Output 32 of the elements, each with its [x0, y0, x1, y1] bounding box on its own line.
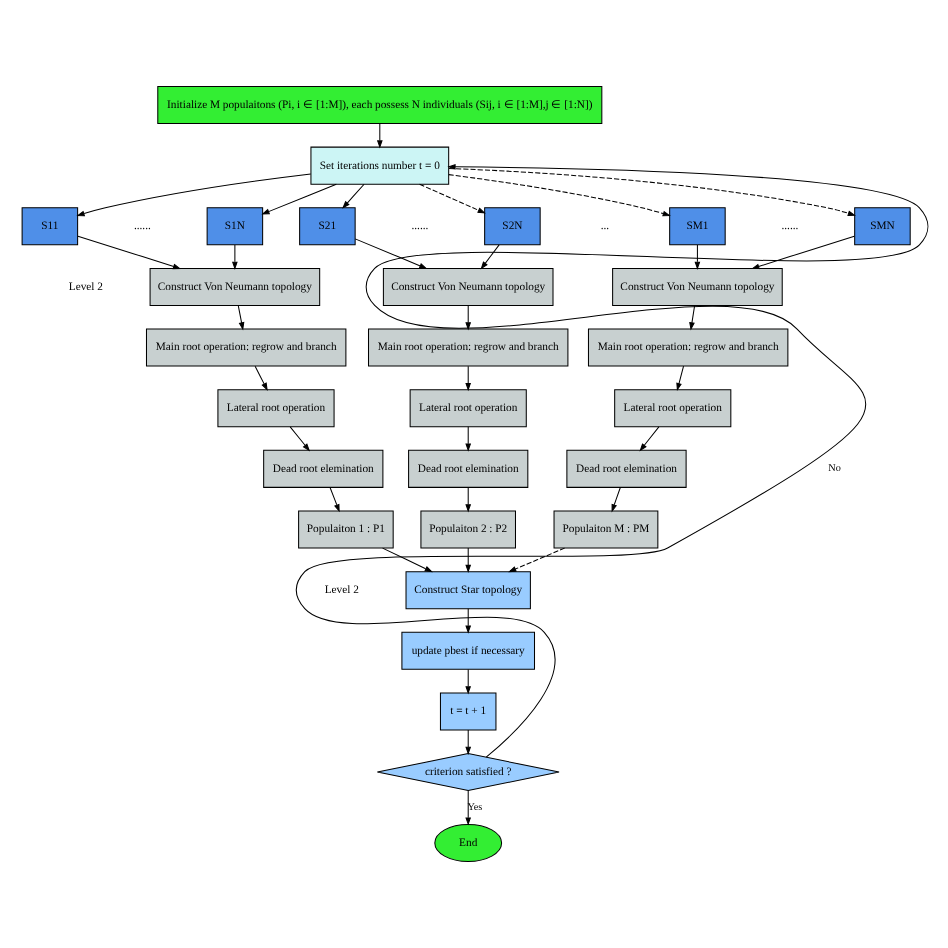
arrow: [447, 167, 855, 216]
arrow: [288, 426, 310, 452]
arrow: [464, 486, 471, 513]
arrow: [675, 365, 684, 392]
arrow: [76, 235, 181, 270]
arrow: [638, 426, 659, 452]
arrow: [464, 668, 471, 695]
arrow: [253, 365, 267, 391]
arrow: [353, 238, 427, 269]
arrow: [381, 547, 432, 573]
arrow: [341, 183, 364, 209]
arrow: [464, 547, 471, 574]
arrow: [375, 123, 382, 149]
arrow: [75, 173, 311, 217]
arrow: [688, 305, 695, 331]
arrow: [610, 486, 620, 513]
arrow: [507, 547, 565, 573]
arrow: [464, 729, 471, 756]
arrow: [479, 244, 499, 270]
arrow: [328, 486, 339, 513]
arrow: [750, 235, 854, 270]
arrow: [464, 426, 471, 452]
arrow: [464, 790, 471, 826]
arrow: [260, 183, 336, 215]
arrow: [464, 365, 471, 392]
arrow: [294, 163, 928, 758]
arrow: [231, 244, 237, 270]
arrow: [693, 244, 700, 270]
arrow: [236, 305, 244, 331]
arrow: [464, 305, 471, 331]
arrow: [418, 183, 485, 214]
arrow: [447, 174, 670, 217]
